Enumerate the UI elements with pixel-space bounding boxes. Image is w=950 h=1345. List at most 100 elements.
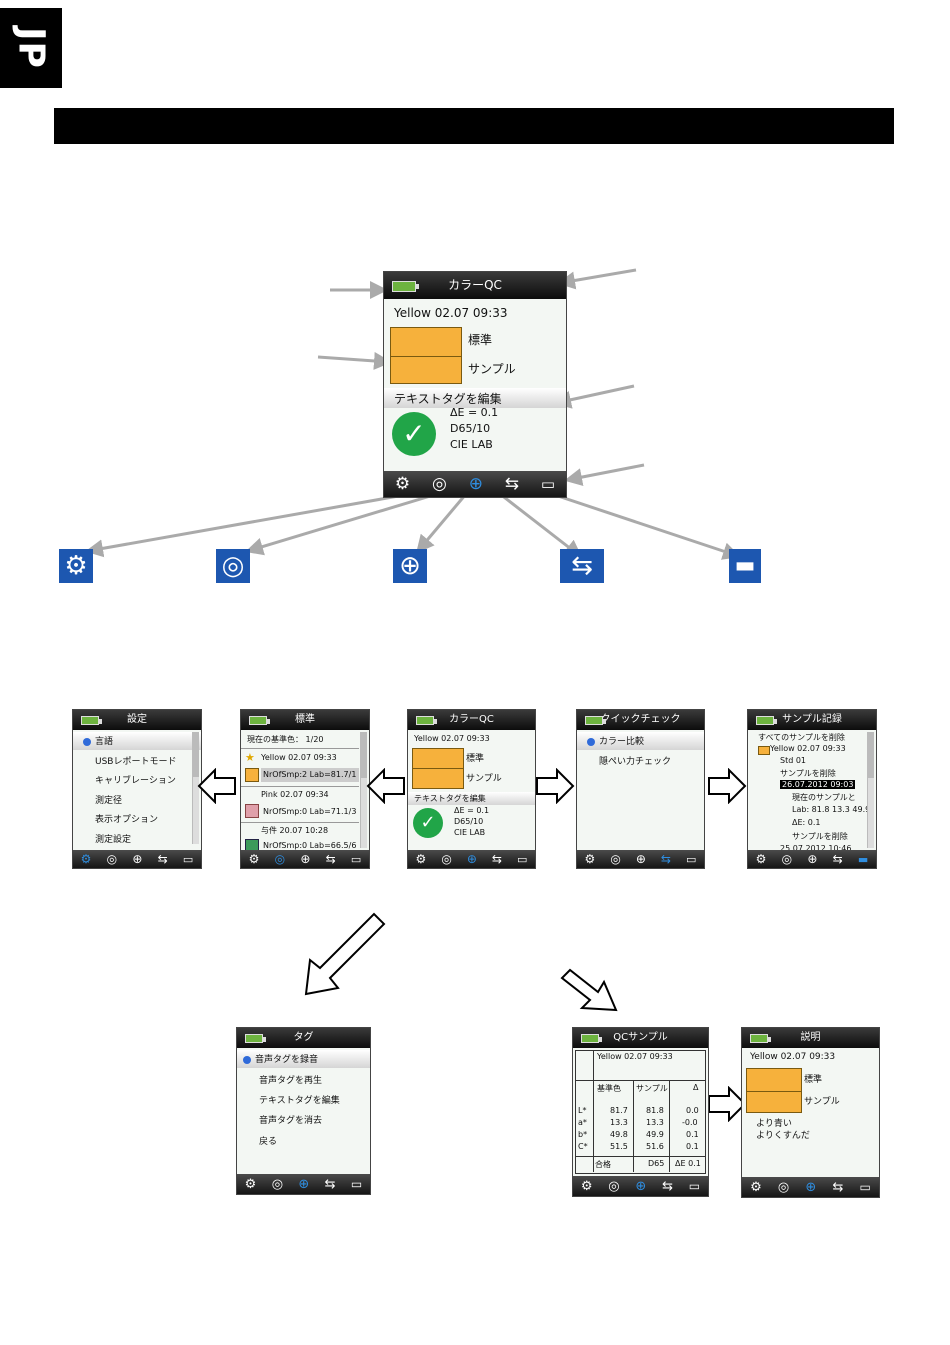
- battery-icon: [81, 716, 102, 725]
- quickcheck-item-color-compare[interactable]: カラー比較: [587, 734, 644, 747]
- settings-item-measure[interactable]: 測定設定: [95, 835, 132, 845]
- gear-icon[interactable]: ⚙: [750, 1179, 762, 1195]
- selected-row[interactable]: [261, 768, 359, 782]
- crosshair-icon[interactable]: ⊕: [466, 852, 477, 866]
- gear-icon[interactable]: ⚙: [580, 1178, 593, 1194]
- standard-item-name[interactable]: Pink 02.07 09:34: [261, 790, 329, 799]
- log-item[interactable]: サンプルを削除: [792, 832, 848, 841]
- log-item-selected[interactable]: 26.07.2012 09:03: [780, 780, 856, 789]
- log-item[interactable]: Std 01: [780, 756, 807, 765]
- swap-arrows-icon[interactable]: ⇆: [660, 852, 671, 866]
- tag-item-edit[interactable]: テキストタグを編集: [259, 1096, 340, 1106]
- scrollbar[interactable]: [192, 732, 199, 844]
- tag-item-record[interactable]: 音声タグを録音: [243, 1052, 318, 1065]
- standards-header: 現在の基準色： 1/20: [247, 735, 324, 744]
- scrollbar[interactable]: [360, 732, 367, 848]
- crosshair-icon[interactable]: ⊕: [300, 852, 311, 866]
- log-item[interactable]: 現在のサンプルと: [792, 793, 856, 802]
- gear-icon[interactable]: ⚙: [415, 852, 427, 866]
- settings-item-language[interactable]: 言語: [83, 734, 113, 747]
- tag-item-back[interactable]: 戻る: [259, 1137, 278, 1147]
- selected-row[interactable]: [577, 732, 704, 750]
- gear-icon[interactable]: ⚙: [584, 852, 596, 866]
- sample-name: Yellow 02.07 09:33: [597, 1052, 673, 1061]
- gear-icon[interactable]: ⚙: [244, 1176, 257, 1192]
- settings-item-aperture[interactable]: 測定径: [95, 796, 123, 806]
- selected-row[interactable]: [73, 732, 201, 750]
- swap-arrows-icon[interactable]: ⇆: [832, 852, 843, 866]
- toolbar: ⚙ ◎ ⊕ ⇆ ▭: [384, 471, 566, 497]
- log-item: ΔE: 0.1: [792, 818, 821, 827]
- settings-item-usb[interactable]: USBレポートモード: [95, 757, 177, 767]
- crosshair-icon[interactable]: ⊕: [807, 852, 818, 866]
- row-std: 13.3: [610, 1118, 628, 1127]
- swap-arrows-icon[interactable]: ⇆: [832, 1179, 844, 1195]
- settings-item-display[interactable]: 表示オプション: [95, 815, 159, 825]
- gear-icon[interactable]: ⚙: [248, 852, 260, 866]
- target-icon[interactable]: ◎: [274, 852, 286, 866]
- folder-icon[interactable]: ▭: [350, 1177, 363, 1191]
- folder-icon[interactable]: ▭: [350, 852, 362, 866]
- folder-icon[interactable]: ▭: [859, 1180, 871, 1194]
- folder-icon[interactable]: ▭: [686, 852, 697, 866]
- gear-icon: ⚙: [59, 549, 93, 583]
- target-icon[interactable]: ◎: [781, 852, 793, 866]
- tag-item-play[interactable]: 音声タグを再生: [259, 1076, 323, 1086]
- target-icon[interactable]: ◎: [432, 473, 447, 494]
- sample-swatch[interactable]: [390, 356, 462, 384]
- settings-item-calibration[interactable]: キャリブレーション: [95, 776, 176, 786]
- swap-arrows-icon[interactable]: ⇆: [662, 1178, 673, 1194]
- delete-all-samples[interactable]: すべてのサンプルを削除: [758, 733, 845, 742]
- swap-arrows-icon[interactable]: ⇆: [504, 473, 520, 494]
- row-smp: 81.8: [646, 1106, 664, 1115]
- tag-item-delete[interactable]: 音声タグを消去: [259, 1116, 323, 1126]
- crosshair-icon[interactable]: ⊕: [298, 1176, 310, 1192]
- selected-row[interactable]: [237, 1050, 370, 1068]
- crosshair-icon[interactable]: ⊕: [805, 1179, 817, 1195]
- target-icon[interactable]: ◎: [106, 852, 118, 866]
- swap-arrows-icon[interactable]: ⇆: [491, 852, 502, 866]
- toolbar: ⚙ ◎ ⊕ ⇆ ▭: [742, 1177, 879, 1197]
- log-item[interactable]: Yellow 02.07 09:33: [770, 744, 846, 753]
- sample-swatch[interactable]: [746, 1091, 802, 1113]
- standard-item-name[interactable]: Yellow 02.07 09:33: [261, 753, 337, 762]
- flow-arrow-down-left: [304, 912, 386, 996]
- target-icon[interactable]: ◎: [610, 852, 621, 866]
- target-icon[interactable]: ◎: [441, 852, 452, 866]
- crosshair-icon[interactable]: ⊕: [635, 1178, 647, 1194]
- swap-arrows-icon[interactable]: ⇆: [325, 852, 336, 866]
- gear-icon[interactable]: ⚙: [755, 852, 767, 866]
- folder-icon[interactable]: ▭: [182, 852, 194, 866]
- folder-icon[interactable]: ▭: [517, 852, 528, 866]
- gear-icon[interactable]: ⚙: [80, 852, 92, 866]
- row-label: L*: [578, 1106, 587, 1115]
- sample-swatch[interactable]: [412, 768, 464, 789]
- gear-icon[interactable]: ⚙: [394, 473, 411, 494]
- edit-text-tag-bar[interactable]: [408, 792, 535, 805]
- scrollbar[interactable]: [867, 732, 874, 848]
- edit-text-tag-label: テキストタグを編集: [414, 794, 486, 803]
- target-icon[interactable]: ◎: [271, 1176, 284, 1192]
- folder-icon[interactable]: ▬: [857, 852, 869, 866]
- battery-icon: [756, 716, 777, 725]
- edit-text-tag-bar[interactable]: [384, 388, 566, 408]
- log-item[interactable]: サンプルを削除: [780, 769, 836, 778]
- swap-arrows-icon[interactable]: ⇆: [157, 852, 168, 866]
- crosshair-icon[interactable]: ⊕: [132, 852, 143, 866]
- folder-icon[interactable]: ▭: [540, 474, 556, 493]
- col-header-standard: 基準色: [597, 1084, 621, 1093]
- target-icon[interactable]: ◎: [608, 1178, 620, 1194]
- qc-sample-screen: QCサンプル Yellow 02.07 09:33 基準色 サンプル Δ L* …: [572, 1027, 709, 1197]
- standard-item-name[interactable]: 与件 20.07 10:28: [261, 826, 329, 835]
- tag-screen: タグ 音声タグを録音 音声タグを再生 テキストタグを編集 音声タグを消去 戻る …: [236, 1027, 371, 1195]
- crosshair-icon[interactable]: ⊕: [635, 852, 646, 866]
- crosshair-icon[interactable]: ⊕: [468, 473, 483, 494]
- battery-icon: [585, 716, 606, 725]
- log-item[interactable]: 25.07.2012 10:46: [780, 844, 852, 853]
- battery-icon: [249, 716, 270, 725]
- quickcheck-item-opacity[interactable]: 隠ぺい力チェック: [599, 757, 672, 767]
- section-header-bar: [54, 108, 894, 144]
- target-icon[interactable]: ◎: [777, 1179, 790, 1195]
- swap-arrows-icon[interactable]: ⇆: [324, 1176, 336, 1192]
- folder-icon[interactable]: ▭: [688, 1179, 701, 1193]
